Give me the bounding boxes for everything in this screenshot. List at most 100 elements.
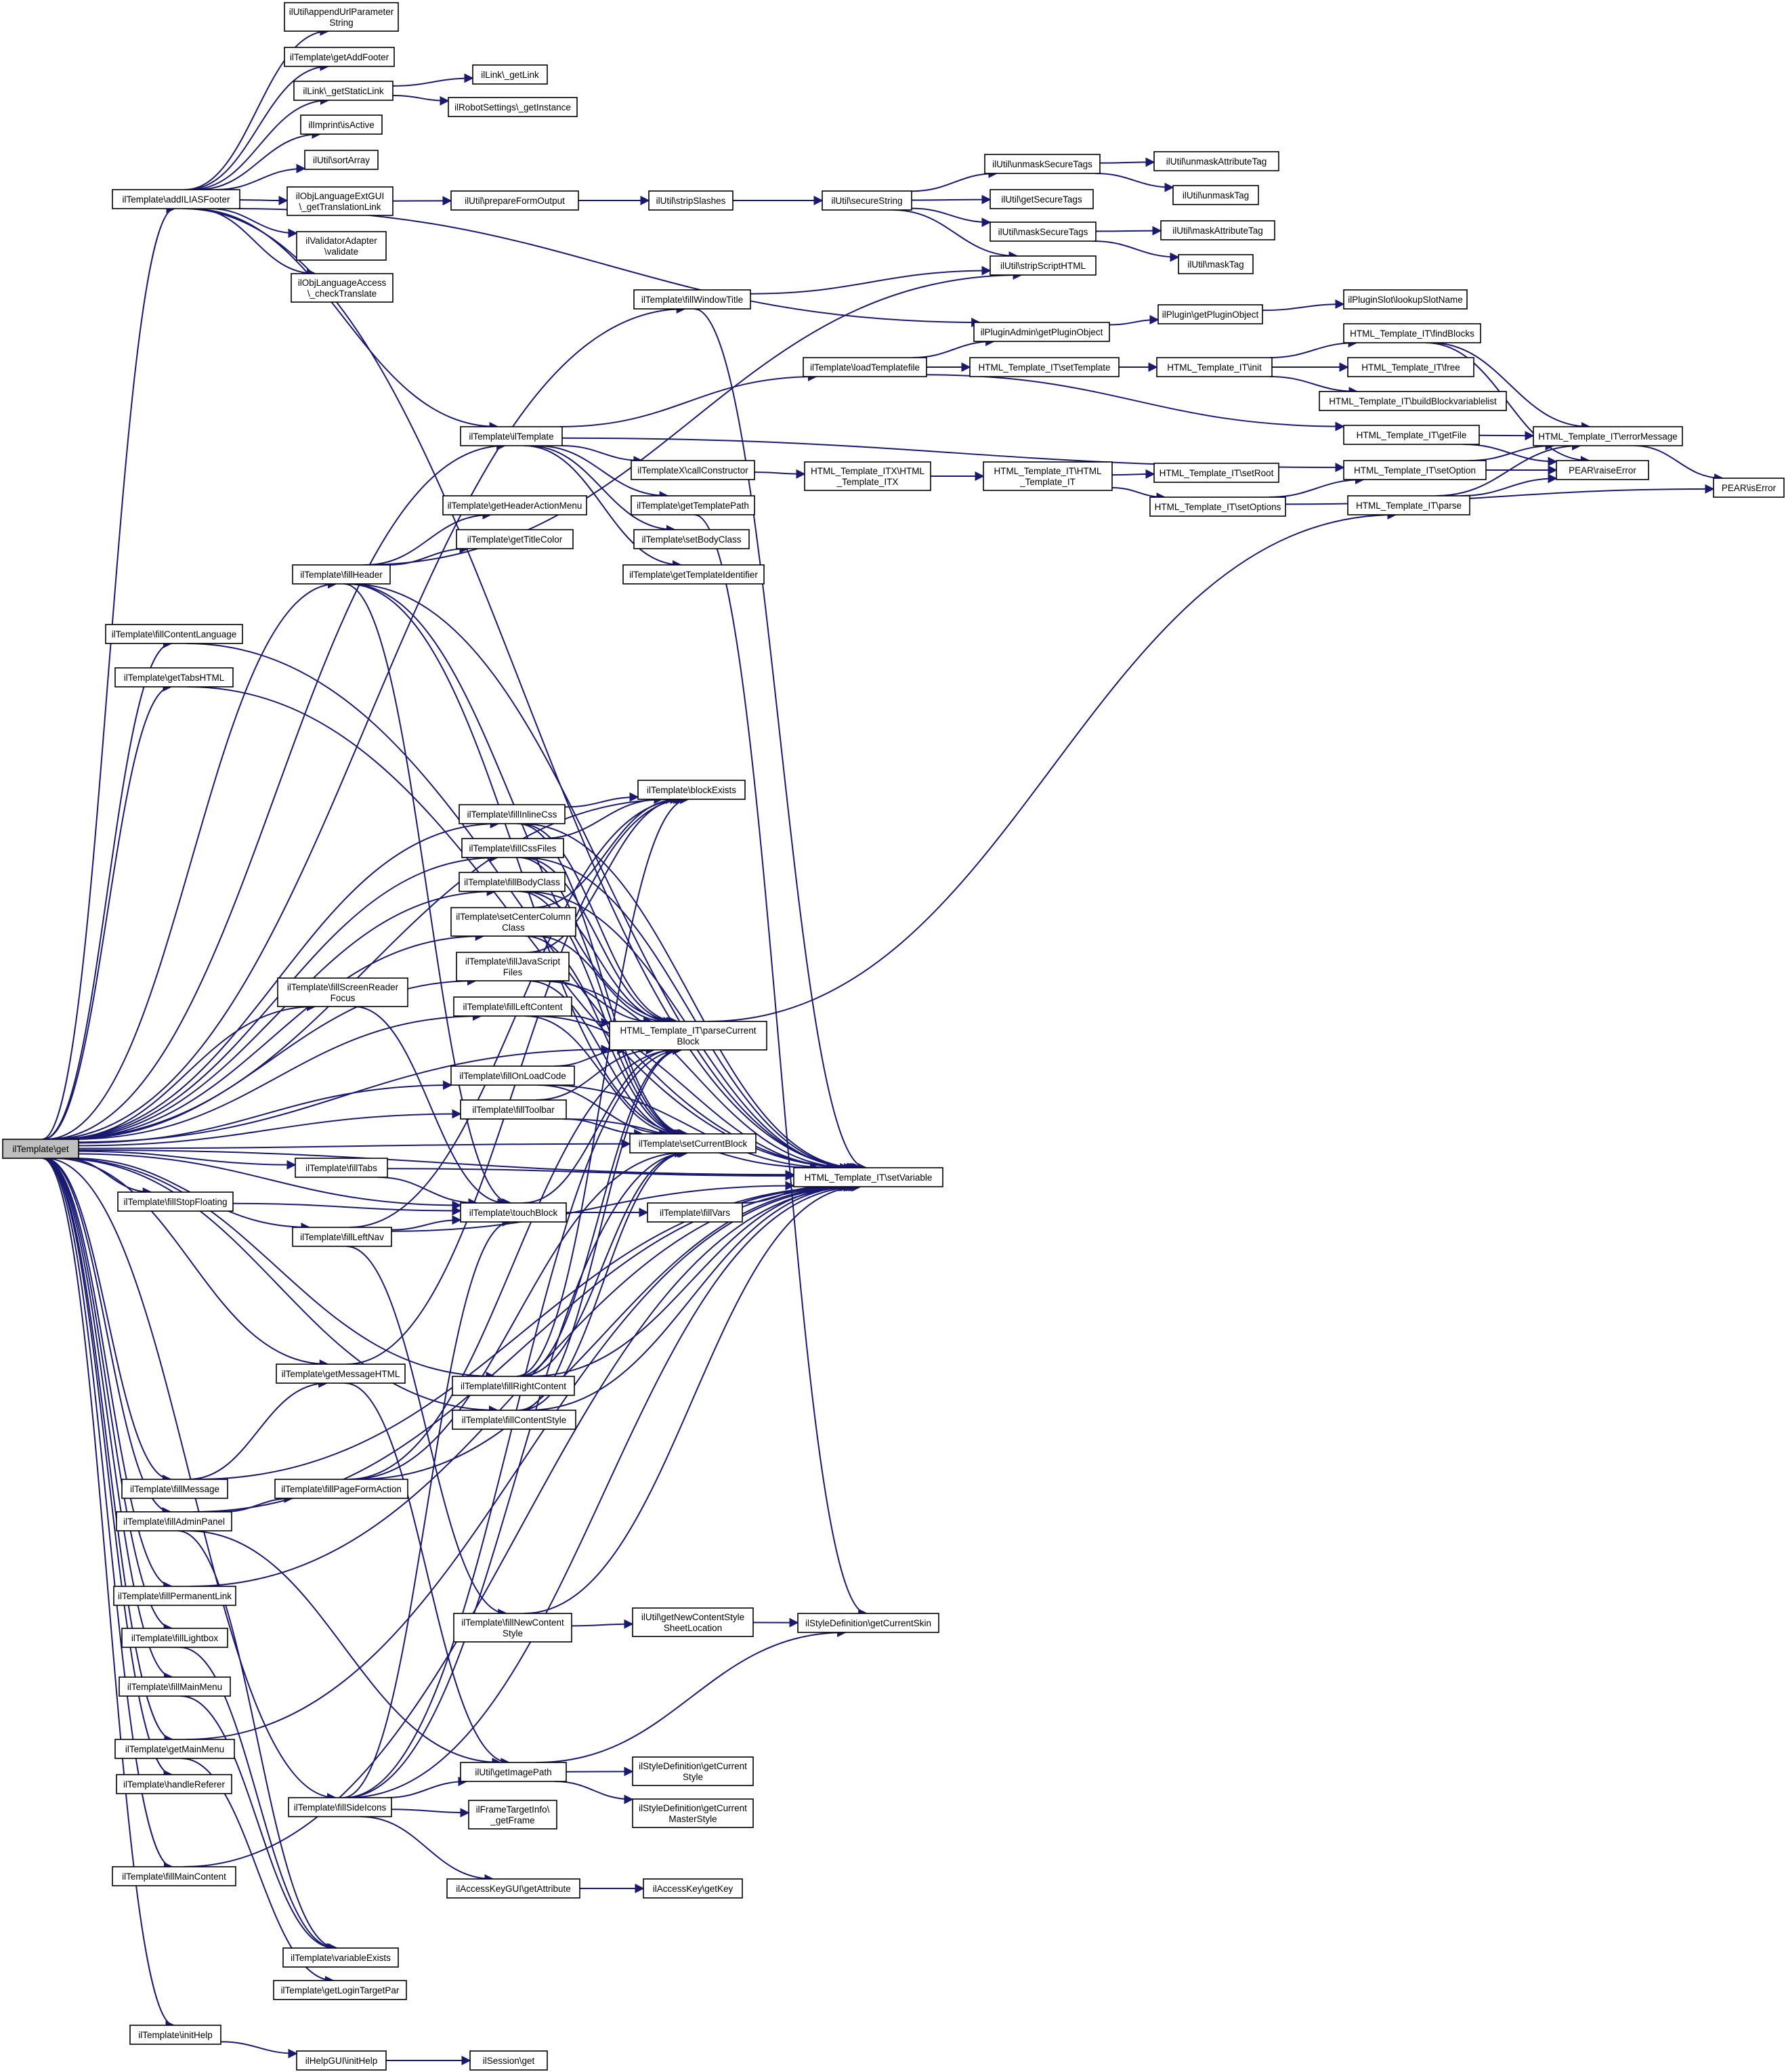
function-node-unmaskTag[interactable]: ilUtil\unmaskTag (1172, 185, 1259, 205)
function-node-buildBlockvariablelist[interactable]: HTML_Template_IT\buildBlockvariablelist (1319, 391, 1507, 411)
call-edge-fillSideIcons-to-setCurrentBlock (345, 1148, 689, 1798)
function-node-getMainMenu[interactable]: ilTemplate\getMainMenu (114, 1739, 235, 1759)
function-node-maskTag[interactable]: ilUtil\maskTag (1178, 254, 1254, 274)
function-node-fillMessage[interactable]: ilTemplate\fillMessage (121, 1479, 228, 1499)
function-node-initHelp[interactable]: ilTemplate\initHelp (129, 2025, 221, 2045)
function-node-fillWindowTitle[interactable]: ilTemplate\fillWindowTitle (633, 289, 751, 310)
function-node-checkTranslate[interactable]: ilObjLanguageAccess\_checkTranslate (291, 273, 394, 303)
function-node-getTemplatePath[interactable]: ilTemplate\getTemplatePath (631, 495, 755, 515)
function-node-fillStopFloating[interactable]: ilTemplate\fillStopFloating (117, 1191, 234, 1212)
function-node-getFrame[interactable]: ilFrameTargetInfo\_getFrame (468, 1800, 557, 1830)
function-node-unmaskSecureTags[interactable]: ilUtil\unmaskSecureTags (984, 154, 1101, 174)
function-node-getCurrentSkin[interactable]: ilStyleDefinition\getCurrentSkin (797, 1613, 939, 1633)
function-node-fillVars[interactable]: ilTemplate\fillVars (647, 1202, 743, 1223)
function-node-setBodyClass[interactable]: ilTemplate\setBodyClass (633, 529, 750, 549)
function-node-itFree[interactable]: HTML_Template_IT\free (1347, 357, 1474, 377)
function-node-getPluginObjectAdmin[interactable]: ilPluginAdmin\getPluginObject (973, 322, 1110, 342)
function-node-sessionGet[interactable]: ilSession\get (469, 2050, 548, 2071)
function-node-get[interactable]: ilTemplate\get (2, 1139, 79, 1159)
function-node-sortArray[interactable]: ilUtil\sortArray (304, 150, 379, 170)
function-node-unmaskAttributeTag[interactable]: ilUtil\unmaskAttributeTag (1153, 151, 1279, 171)
function-node-setOptions[interactable]: HTML_Template_IT\setOptions (1149, 496, 1286, 517)
function-node-fillTabs[interactable]: ilTemplate\fillTabs (295, 1158, 388, 1178)
function-node-fillSideIcons[interactable]: ilTemplate\fillSideIcons (288, 1797, 392, 1817)
function-node-blockExists[interactable]: ilTemplate\blockExists (637, 780, 746, 800)
function-node-ilTemplateCtor[interactable]: ilTemplate\ilTemplate (460, 426, 563, 446)
function-node-getHeaderActionMenu[interactable]: ilTemplate\getHeaderActionMenu (442, 495, 587, 515)
function-node-stripSlashes[interactable]: ilUtil\stripSlashes (648, 190, 733, 211)
function-node-itInit[interactable]: HTML_Template_IT\init (1156, 357, 1273, 377)
function-node-addILIASFooter[interactable]: ilTemplate\addILIASFooter (112, 189, 240, 209)
function-node-callConstructor[interactable]: ilTemplateX\callConstructor (631, 460, 755, 480)
function-node-getMessageHTML[interactable]: ilTemplate\getMessageHTML (276, 1363, 406, 1384)
function-node-robotGetInstance[interactable]: ilRobotSettings\_getInstance (448, 97, 578, 117)
function-node-fillLeftContent[interactable]: ilTemplate\fillLeftContent (453, 996, 572, 1017)
function-node-isError[interactable]: PEAR\isError (1713, 478, 1785, 498)
function-node-fillToolbar[interactable]: ilTemplate\fillToolbar (460, 1099, 567, 1120)
function-node-setTemplate[interactable]: HTML_Template_IT\setTemplate (969, 357, 1120, 377)
function-node-maskAttributeTag[interactable]: ilUtil\maskAttributeTag (1160, 220, 1275, 240)
function-node-validatorValidate[interactable]: ilValidatorAdapter\validate (296, 231, 387, 261)
function-node-fillMainContent[interactable]: ilTemplate\fillMainContent (112, 1866, 236, 1886)
function-node-handleReferer[interactable]: ilTemplate\handleReferer (116, 1774, 232, 1794)
function-node-fillAdminPanel[interactable]: ilTemplate\fillAdminPanel (116, 1511, 232, 1531)
function-node-fillInlineCss[interactable]: ilTemplate\fillInlineCss (459, 804, 566, 824)
function-node-fillContentStyle[interactable]: ilTemplate\fillContentStyle (452, 1410, 576, 1430)
function-node-getFile[interactable]: HTML_Template_IT\getFile (1343, 425, 1480, 445)
function-node-findBlocks[interactable]: HTML_Template_IT\findBlocks (1343, 323, 1481, 343)
function-node-itCtor[interactable]: HTML_Template_IT\HTML_Template_IT (983, 461, 1113, 491)
function-node-accessKeyGetKey[interactable]: ilAccessKey\getKey (643, 1878, 743, 1899)
function-node-fillPermanentLink[interactable]: ilTemplate\fillPermanentLink (113, 1586, 236, 1606)
function-node-getSecureTags[interactable]: ilUtil\getSecureTags (990, 189, 1094, 209)
function-node-fillLightbox[interactable]: ilTemplate\fillLightbox (121, 1628, 228, 1648)
function-node-getPluginObject[interactable]: ilPlugin\getPluginObject (1157, 304, 1263, 324)
call-edge-fillHeader-to-getTitleColor (387, 544, 469, 566)
function-node-getLink[interactable]: ilLink\_getLink (472, 64, 548, 85)
function-node-getTemplateIdentifier[interactable]: ilTemplate\getTemplateIdentifier (622, 564, 765, 585)
function-node-itxCtor[interactable]: HTML_Template_ITX\HTML_Template_ITX (804, 461, 931, 491)
function-node-fillBodyClass[interactable]: ilTemplate\fillBodyClass (459, 872, 566, 892)
function-node-maskSecureTags[interactable]: ilUtil\maskSecureTags (990, 221, 1097, 242)
function-node-setOption[interactable]: HTML_Template_IT\setOption (1343, 460, 1487, 480)
function-node-fillContentLanguage[interactable]: ilTemplate\fillContentLanguage (105, 624, 243, 644)
function-node-setRoot[interactable]: HTML_Template_IT\setRoot (1153, 463, 1279, 483)
function-node-variableExists[interactable]: ilTemplate\variableExists (282, 1947, 399, 1968)
function-node-errorMessage[interactable]: HTML_Template_IT\errorMessage (1533, 426, 1683, 446)
function-node-loadTemplatefile[interactable]: ilTemplate\loadTemplatefile (803, 357, 927, 377)
function-node-setVariable[interactable]: HTML_Template_IT\setVariable (793, 1167, 943, 1187)
function-node-fillPageFormAction[interactable]: ilTemplate\fillPageFormAction (274, 1479, 408, 1499)
function-node-accessKeyGetAttribute[interactable]: ilAccessKeyGUI\getAttribute (446, 1878, 580, 1899)
function-node-getLoginTargetPar[interactable]: ilTemplate\getLoginTargetPar (273, 1980, 407, 2000)
function-node-lookupSlotName[interactable]: ilPluginSlot\lookupSlotName (1343, 289, 1468, 310)
function-node-getTranslationLink[interactable]: ilObjLanguageExtGUI\_getTranslationLink (286, 186, 394, 216)
function-node-imprintIsActive[interactable]: ilImprint\isActive (300, 114, 383, 135)
function-node-touchBlock[interactable]: ilTemplate\touchBlock (460, 1202, 567, 1223)
function-node-itParse[interactable]: HTML_Template_IT\parse (1347, 495, 1470, 515)
function-node-fillOnLoadCode[interactable]: ilTemplate\fillOnLoadCode (450, 1065, 575, 1086)
function-node-secureString[interactable]: ilUtil\secureString (822, 190, 912, 211)
function-node-getTitleColor[interactable]: ilTemplate\getTitleColor (456, 529, 574, 549)
function-node-raiseError[interactable]: PEAR\raiseError (1556, 460, 1649, 480)
function-node-setCurrentBlock[interactable]: ilTemplate\setCurrentBlock (629, 1133, 757, 1154)
function-node-getImagePath[interactable]: ilUtil\getImagePath (460, 1762, 567, 1782)
function-node-fillMainMenu[interactable]: ilTemplate\fillMainMenu (119, 1676, 231, 1697)
function-node-getTabsHTML[interactable]: ilTemplate\getTabsHTML (114, 667, 234, 688)
function-node-fillCssFiles[interactable]: ilTemplate\fillCssFiles (461, 838, 564, 858)
function-node-fillLeftNav[interactable]: ilTemplate\fillLeftNav (292, 1227, 392, 1247)
function-node-getStaticLink[interactable]: ilLink\_getStaticLink (293, 81, 394, 101)
function-node-fillRightContent[interactable]: ilTemplate\fillRightContent (452, 1376, 575, 1396)
function-node-fillHeader[interactable]: ilTemplate\fillHeader (292, 564, 391, 585)
function-node-getAddFooter[interactable]: ilTemplate\getAddFooter (284, 47, 395, 67)
function-node-helpInitHelp[interactable]: ilHelpGUI\initHelp (296, 2050, 387, 2071)
function-node-stripScriptHTML[interactable]: ilUtil\stripScriptHTML (990, 255, 1097, 276)
function-node-prepareFormOutput[interactable]: ilUtil\prepareFormOutput (450, 190, 579, 211)
